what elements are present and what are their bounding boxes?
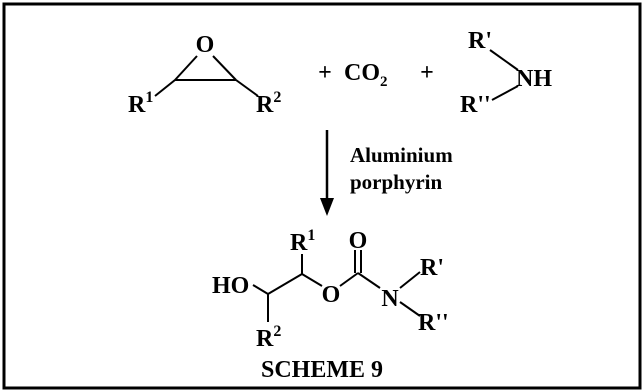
reaction-arrow	[320, 130, 334, 216]
epoxide-bond-right	[212, 55, 237, 81]
epoxide-bond-left	[174, 55, 198, 81]
amine-r-double-prime-label: R''	[460, 92, 491, 118]
reagent-line-1: Aluminium	[350, 143, 453, 167]
amine-structure: R' NH R''	[460, 28, 552, 118]
product-bond-c-o	[301, 273, 323, 287]
amine-bond-lower	[491, 85, 519, 101]
product-r-double-prime-label: R''	[418, 310, 449, 336]
epoxide-structure: O R1 R2	[128, 32, 281, 118]
epoxide-r1-label: R1	[128, 89, 153, 118]
product-r-prime-label: R'	[420, 255, 444, 281]
product-nitrogen: N	[381, 286, 399, 312]
product-structure: HO R2 R1 O O N R' R''	[212, 227, 449, 352]
plus-sign-2: +	[420, 60, 434, 86]
product-bond-c-c	[267, 273, 303, 295]
amine-nh-label: NH	[516, 66, 552, 92]
product-carbonyl-oxygen: O	[349, 228, 368, 254]
product-r2-label: R2	[256, 323, 281, 352]
carbon-dioxide: CO2	[344, 60, 388, 90]
amine-r-prime-label: R'	[468, 28, 492, 54]
product-ester-oxygen: O	[322, 282, 341, 308]
product-bond-n-r-double-prime	[399, 301, 421, 317]
epoxide-bond-r1	[154, 79, 176, 97]
amine-bond-upper	[489, 49, 519, 71]
epoxide-oxygen: O	[196, 32, 215, 58]
plus-sign-1: +	[318, 60, 332, 86]
arrow-head	[320, 198, 334, 216]
epoxide-bond-r2	[235, 79, 259, 97]
product-ho-label: HO	[212, 273, 249, 299]
product-bond-ho-c	[252, 284, 269, 295]
product-bond-o-carbonyl	[339, 272, 359, 287]
product-bond-n-r-prime	[399, 271, 421, 289]
epoxide-r2-label: R2	[256, 89, 281, 118]
scheme-caption: SCHEME 9	[261, 357, 383, 383]
product-bond-carbonyl-n	[357, 272, 381, 289]
reagent-line-2: porphyrin	[350, 170, 443, 194]
product-r1-label: R1	[290, 227, 315, 256]
